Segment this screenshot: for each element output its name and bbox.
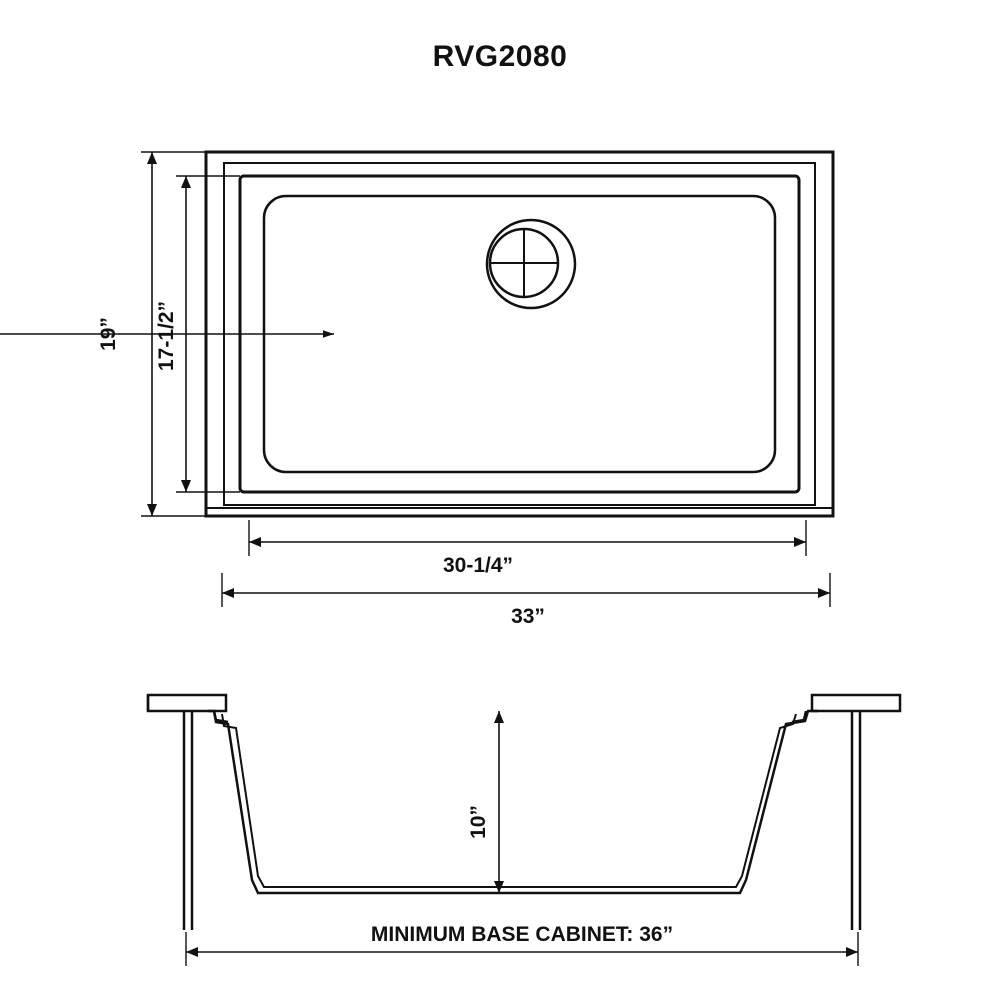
label-inner-width: 30-1/4” <box>442 554 514 577</box>
top-view-sink-outline <box>204 150 835 518</box>
dimension-inner-height <box>176 175 240 493</box>
label-overall-height: 19” <box>96 317 120 351</box>
label-basin-depth: 10” <box>466 805 490 839</box>
dimension-overall-width <box>221 573 831 607</box>
dimension-overall-height <box>0 151 334 517</box>
label-inner-height: 17-1/2” <box>155 300 179 372</box>
section-view-sink-profile <box>146 693 902 930</box>
dimension-base-cabinet-width <box>185 932 859 966</box>
dimension-basin-depth <box>470 711 560 894</box>
page-title: RVG2080 <box>432 40 568 73</box>
label-overall-width: 33” <box>511 605 545 628</box>
label-minimum-base-cabinet: MINIMUM BASE CABINET: 36” <box>364 923 680 947</box>
drain-opening <box>485 218 577 310</box>
dimension-inner-width <box>248 520 807 556</box>
